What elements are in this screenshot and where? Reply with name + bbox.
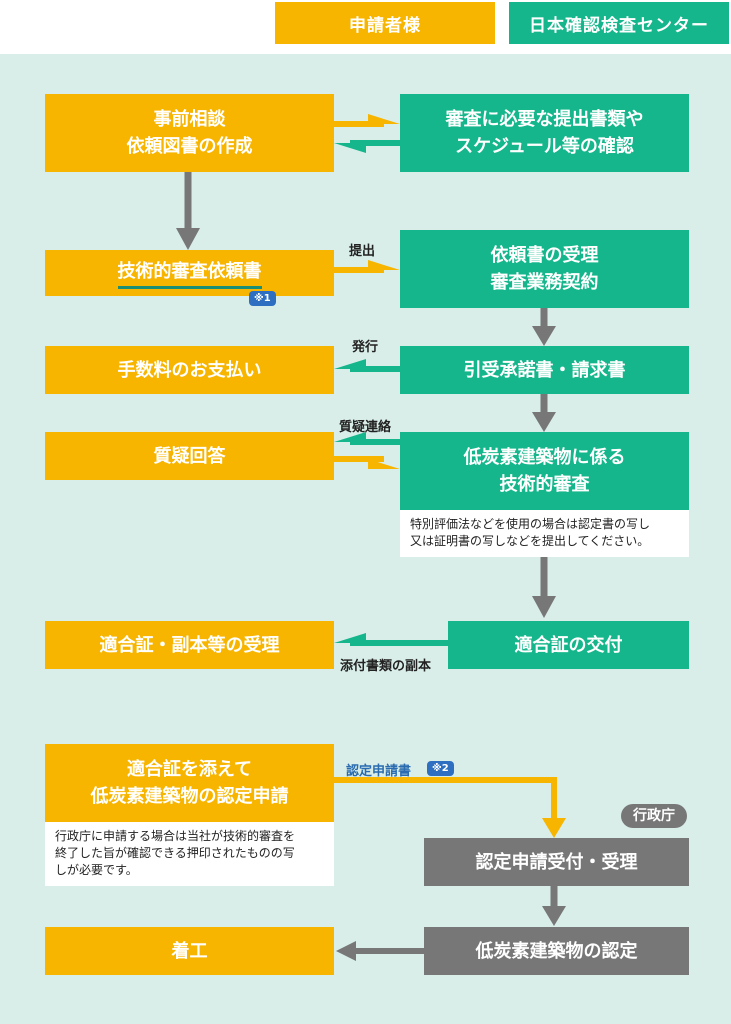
step-consult-line1: 事前相談: [153, 109, 226, 130]
step-accept-line1: 依頼書の受理: [490, 245, 599, 266]
label-cert-application: 認定申請書: [346, 764, 412, 779]
step-review-line2: 技術的審査: [499, 474, 590, 495]
apply-note-line1: 行政庁に申請する場合は当社が技術的審査を: [55, 829, 296, 843]
step-start-label: 着工: [171, 940, 208, 962]
apply-note: 行政庁に申請する場合は当社が技術的審査を 終了した旨が確認できる押印されたものの…: [45, 822, 334, 886]
review-note-line2: 又は証明書の写しなどを提出してください。: [410, 534, 650, 548]
label-issue: 発行: [352, 340, 379, 355]
step-apply: 適合証を添えて 低炭素建築物の認定申請: [45, 744, 334, 822]
arrow-auth-accept-to-certify: [542, 886, 566, 926]
arrow-cert-application: [334, 777, 566, 838]
review-note: 特別評価法などを使用の場合は認定書の写し 又は証明書の写しなどを提出してください…: [400, 510, 689, 557]
step-apply-line2: 低炭素建築物の認定申請: [90, 786, 289, 807]
header-applicant: 申請者様: [275, 2, 495, 44]
step-review: 低炭素建築物に係る 技術的審査: [400, 432, 689, 510]
label-copy: 添付書類の副本: [340, 659, 432, 674]
label-question: 質疑連絡: [339, 420, 392, 435]
arrow-consult-to-confirm: [334, 114, 400, 127]
apply-note-line2: 終了した旨が確認できる押印されたものの写: [55, 846, 295, 860]
step-receive: 適合証・副本等の受理: [45, 621, 334, 669]
arrow-answer: [334, 456, 400, 469]
step-payment: 手数料のお支払い: [45, 346, 334, 394]
authority-pill: 行政庁: [621, 804, 687, 828]
step-invoice-label: 引受承諾書・請求書: [463, 359, 626, 381]
review-note-line1: 特別評価法などを使用の場合は認定書の写し: [410, 517, 651, 531]
step-start: 着工: [45, 927, 334, 975]
step-review-line1: 低炭素建築物に係る: [463, 447, 626, 468]
arrow-review-to-issue: [532, 557, 556, 618]
step-receive-label: 適合証・副本等の受理: [99, 634, 280, 656]
arrow-certify-to-start: [336, 941, 424, 961]
step-consult: 事前相談 依頼図書の作成: [45, 94, 334, 172]
arrow-consult-to-request: [176, 172, 200, 250]
cert-badge: ※2: [427, 761, 454, 776]
step-answer: 質疑回答: [45, 432, 334, 480]
apply-note-line3: しが必要です。: [55, 863, 138, 877]
step-issue: 適合証の交付: [448, 621, 689, 669]
step-auth-accept: 認定申請受付・受理: [424, 838, 689, 886]
arrow-invoice-to-review: [532, 394, 556, 432]
step-auth-certify: 低炭素建築物の認定: [424, 927, 689, 975]
step-accept-line2: 審査業務契約: [490, 272, 599, 293]
step-issue-label: 適合証の交付: [514, 634, 623, 656]
step-request-label: 技術的審査依頼書: [117, 258, 262, 289]
arrow-issue: [334, 359, 400, 372]
step-answer-label: 質疑回答: [153, 445, 226, 467]
step-apply-line1: 適合証を添えて: [126, 759, 253, 780]
step-confirm-line1: 審査に必要な提出書類や: [445, 109, 644, 130]
arrow-copy: [334, 633, 448, 646]
arrow-question: [334, 432, 400, 445]
arrow-confirm-to-consult: [334, 140, 400, 153]
step-request: 技術的審査依頼書: [45, 250, 334, 296]
step-auth-accept-label: 認定申請受付・受理: [475, 851, 638, 873]
step-payment-label: 手数料のお支払い: [117, 359, 262, 381]
arrow-accept-to-invoice: [532, 308, 556, 346]
step-consult-line2: 依頼図書の作成: [126, 136, 253, 157]
header-center: 日本確認検査センター: [509, 2, 729, 44]
step-confirm: 審査に必要な提出書類や スケジュール等の確認: [400, 94, 689, 172]
step-invoice: 引受承諾書・請求書: [400, 346, 689, 394]
request-badge: ※1: [249, 291, 276, 306]
label-submit: 提出: [349, 244, 376, 259]
arrow-submit: [334, 260, 400, 273]
step-confirm-line2: スケジュール等の確認: [455, 136, 634, 157]
step-accept: 依頼書の受理 審査業務契約: [400, 230, 689, 308]
step-auth-certify-label: 低炭素建築物の認定: [475, 940, 638, 962]
